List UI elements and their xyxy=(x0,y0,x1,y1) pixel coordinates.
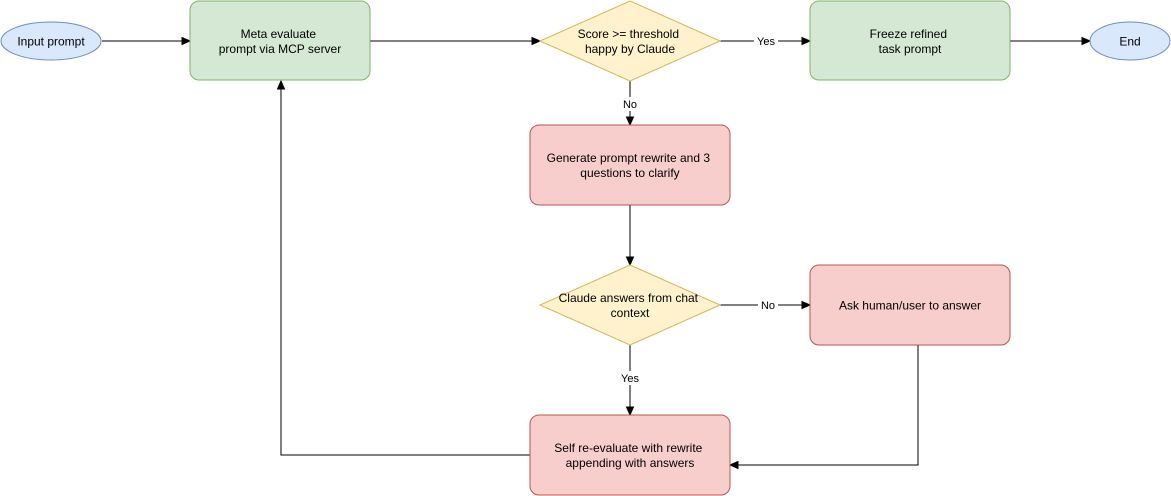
edges xyxy=(102,36,1092,470)
svg-text:Claude answers from chat: Claude answers from chat context xyxy=(559,291,702,320)
node-meta-evaluate: Meta evaluate prompt via MCP server xyxy=(189,0,371,81)
node-input-prompt: Input prompt xyxy=(0,21,102,61)
node-self-reevaluate: Self re-evaluate with rewrite appending … xyxy=(529,414,731,496)
node-ask-human-label: Ask human/user to answer xyxy=(839,299,981,313)
svg-text:Score >= threshold hap: Score >= threshold happy by Claude xyxy=(578,27,683,56)
edge-label-answers-yes: Yes xyxy=(621,373,639,385)
node-end: End xyxy=(1089,21,1171,61)
node-input-prompt-label: Input prompt xyxy=(17,35,85,49)
node-claude-answers-line-1: Claude answers from chat xyxy=(559,291,699,305)
svg-text:End: End xyxy=(1119,35,1140,49)
edge-self-to-meta xyxy=(276,79,530,456)
node-claude-answers-line-2: context xyxy=(611,306,650,320)
node-generate-rewrite-line-1: Generate prompt rewrite and 3 xyxy=(547,151,711,165)
edge-label-score-no: No xyxy=(623,99,637,111)
node-score-threshold: Score >= threshold happy by Claude xyxy=(538,0,722,82)
node-meta-evaluate-line-1: Meta evaluate xyxy=(241,27,317,41)
svg-text:Input prompt: Input prompt xyxy=(17,35,85,49)
node-freeze-prompt-line-2: task prompt xyxy=(879,42,942,56)
node-ask-human: Ask human/user to answer xyxy=(809,264,1011,346)
node-self-reevaluate-line-2: appending with answers xyxy=(566,456,695,470)
edge-freeze-to-end xyxy=(1010,36,1092,46)
svg-text:Ask human/user to answer: Ask human/user to answer xyxy=(839,299,981,313)
svg-text:Meta evaluate prompt v: Meta evaluate prompt via MCP server xyxy=(219,27,341,56)
edge-labels: Yes No No Yes xyxy=(618,34,778,385)
node-freeze-prompt: Freeze refined task prompt xyxy=(809,0,1011,81)
node-claude-answers: Claude answers from chat context xyxy=(538,264,722,346)
edge-meta-to-score xyxy=(370,36,542,46)
node-generate-rewrite-line-2: questions to clarify xyxy=(580,166,679,180)
svg-text:Self re-evaluate with rewrite: Self re-evaluate with rewrite appending … xyxy=(554,441,705,470)
edge-label-score-yes: Yes xyxy=(757,36,775,48)
node-score-threshold-line-1: Score >= threshold xyxy=(578,27,679,41)
svg-text:Generate prompt rewrite and 3: Generate prompt rewrite and 3 questions … xyxy=(547,151,714,180)
node-freeze-prompt-line-1: Freeze refined xyxy=(870,27,947,41)
node-self-reevaluate-line-1: Self re-evaluate with rewrite xyxy=(554,441,702,455)
edge-input-to-meta xyxy=(102,36,192,46)
node-score-threshold-line-2: happy by Claude xyxy=(585,42,675,56)
node-generate-rewrite: Generate prompt rewrite and 3 questions … xyxy=(529,124,731,206)
node-end-label: End xyxy=(1119,35,1140,49)
edge-label-answers-no: No xyxy=(761,300,775,312)
edge-generate-to-answers xyxy=(625,205,635,267)
edge-ask-to-self xyxy=(728,345,919,470)
node-meta-evaluate-line-2: prompt via MCP server xyxy=(219,42,341,56)
svg-text:Freeze refined task pr: Freeze refined task prompt xyxy=(870,27,951,56)
